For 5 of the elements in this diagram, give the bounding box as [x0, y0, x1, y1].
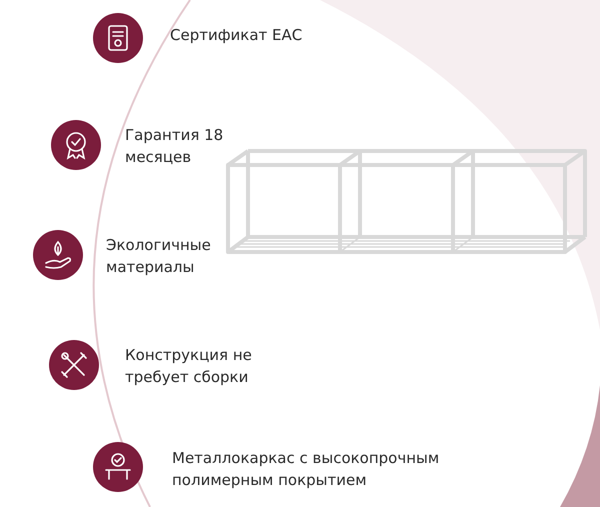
warranty-text: Гарантия 18 месяцев — [125, 125, 224, 168]
certificate-text: Сертификат ЕАС — [170, 25, 304, 46]
no-assembly-text: Конструкция не требует сборки — [125, 345, 253, 388]
frame-coating-text: Металлокаркас с высокопрочным полимерным покрытием — [172, 448, 440, 491]
eco-materials-text: Экологичные материалы — [106, 235, 212, 278]
